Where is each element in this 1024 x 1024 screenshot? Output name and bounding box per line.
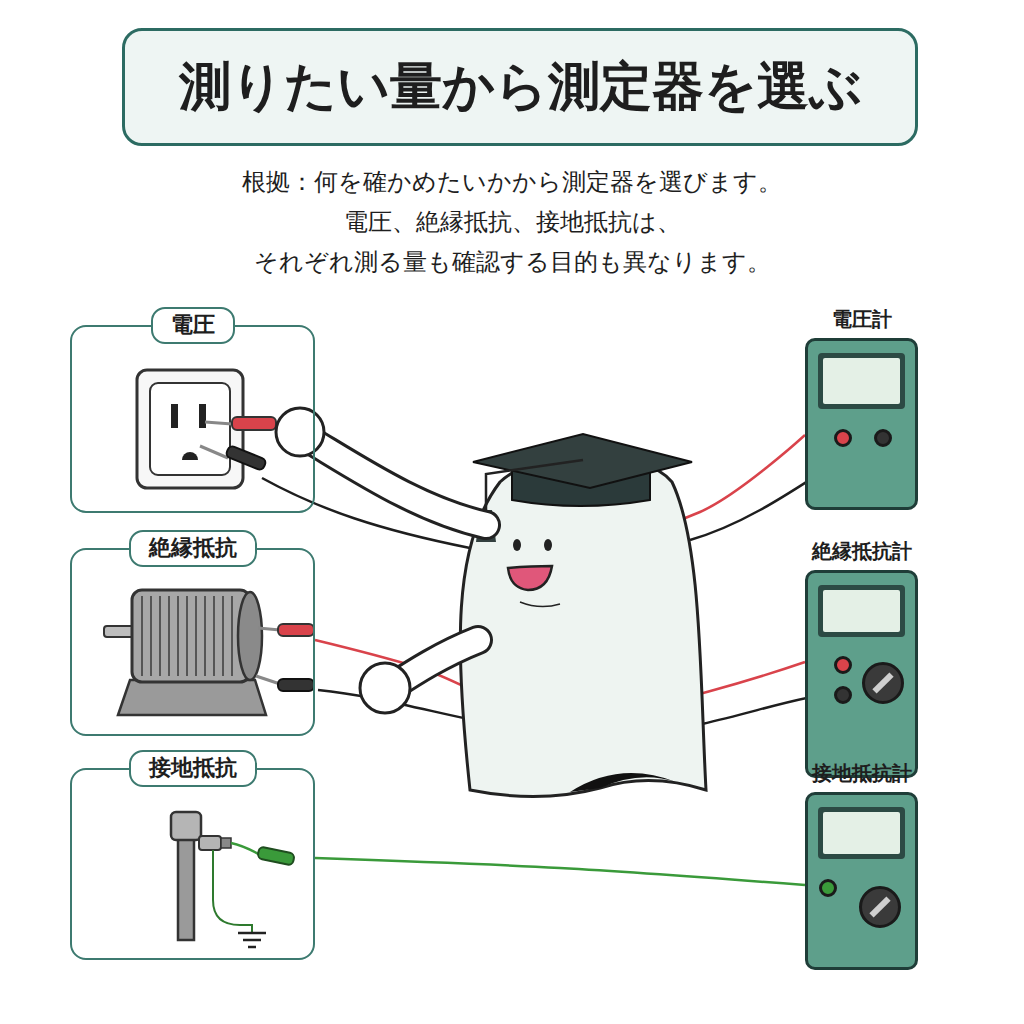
note-line: それぞれ測る量も確認する目的も異なります。 xyxy=(0,242,1024,282)
panel-heading: 絶縁抵抗 xyxy=(129,530,257,567)
meter-body xyxy=(805,570,918,778)
meter-label-row: 接地抵抗計 xyxy=(805,760,918,788)
note-line: 電圧、絶縁抵抗、接地抵抗は、 xyxy=(0,202,1024,242)
meter-label-row: 絶縁抵抗計 xyxy=(805,538,918,566)
meter-jack xyxy=(834,429,852,447)
meter-device: 接地抵抗計 xyxy=(805,760,918,970)
meter-screen xyxy=(818,807,905,859)
dial-pointer xyxy=(872,672,893,693)
meter-screen xyxy=(818,353,905,409)
motor xyxy=(104,590,314,715)
quantity-panel: 接地抵抗 xyxy=(70,768,315,960)
meter-display xyxy=(823,358,900,404)
meter-screen xyxy=(818,585,905,637)
outlet xyxy=(137,370,276,488)
meter-body xyxy=(805,792,918,970)
ghost-character xyxy=(276,408,706,797)
note-block: 根拠：何を確かめたいかから測定器を選びます。電圧、絶縁抵抗、接地抵抗は、それぞれ… xyxy=(0,162,1024,282)
meter-device: 絶縁抵抗計 xyxy=(805,538,918,778)
quantity-panel: 電圧 xyxy=(70,325,315,513)
panel-heading: 接地抵抗 xyxy=(129,750,257,787)
title: 測りたい量から測定器を選ぶ xyxy=(179,52,862,122)
range-dial xyxy=(859,886,901,928)
dial-pointer xyxy=(869,896,890,917)
meter-jack xyxy=(834,686,852,704)
meter-display xyxy=(823,812,900,854)
title-box: 測りたい量から測定器を選ぶ xyxy=(122,28,918,146)
meter-body xyxy=(805,338,918,510)
ground-rod xyxy=(171,812,295,947)
meter-label: 電圧計 xyxy=(832,306,892,334)
meter-device: 電圧計 xyxy=(805,306,918,510)
meter-label: 絶縁抵抗計 xyxy=(812,538,912,566)
meter-jack xyxy=(874,429,892,447)
meter-jack xyxy=(834,656,852,674)
note-line: 根拠：何を確かめたいかから測定器を選びます。 xyxy=(0,162,1024,202)
meter-display xyxy=(823,590,900,632)
quantity-panel: 絶縁抵抗 xyxy=(70,548,315,736)
meter-label: 接地抵抗計 xyxy=(812,760,912,788)
meter-label-row: 電圧計 xyxy=(805,306,918,334)
panel-heading: 電圧 xyxy=(151,307,235,344)
meter-jack xyxy=(819,879,837,897)
test-lead xyxy=(315,858,805,885)
range-dial xyxy=(862,662,904,704)
